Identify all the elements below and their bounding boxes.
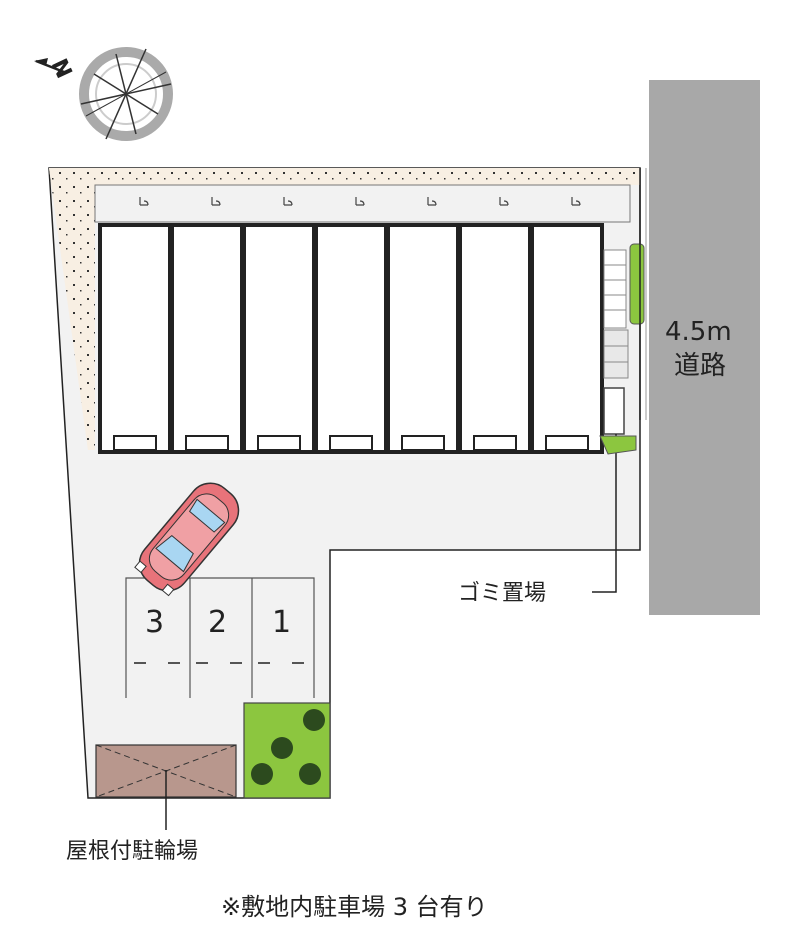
building-corridor bbox=[94, 184, 631, 223]
road-name-label: 道路 bbox=[674, 351, 726, 381]
building-unit bbox=[242, 197, 316, 454]
compass-north-label: N bbox=[46, 55, 76, 82]
footnote: ※敷地内駐車場 3 台有り bbox=[221, 893, 488, 921]
parking-space-2: 2 bbox=[208, 605, 227, 640]
building-unit bbox=[170, 197, 244, 454]
road-width-label: 4.5m bbox=[665, 317, 732, 347]
planting-strip-upper bbox=[629, 243, 645, 325]
building-unit bbox=[530, 197, 604, 454]
building-unit bbox=[458, 197, 532, 454]
garbage-leader-line bbox=[592, 434, 617, 593]
stairs bbox=[603, 249, 629, 379]
building bbox=[98, 197, 604, 454]
parking-space-1: 1 bbox=[272, 605, 291, 640]
building-unit bbox=[386, 197, 460, 454]
compass-icon bbox=[34, 47, 173, 141]
road bbox=[649, 80, 760, 615]
garbage-label: ゴミ置場 bbox=[458, 581, 546, 606]
building-unit bbox=[314, 197, 388, 454]
planting-strip-lower bbox=[599, 435, 637, 455]
building-unit bbox=[98, 197, 172, 454]
car-icon bbox=[134, 482, 240, 597]
garbage-area bbox=[603, 387, 625, 435]
parking-area bbox=[125, 577, 315, 698]
bike-parking-label: 屋根付駐輪場 bbox=[66, 839, 198, 864]
parking-space-3: 3 bbox=[145, 605, 164, 640]
garden-patch bbox=[243, 702, 331, 799]
sandy-border-left bbox=[49, 168, 95, 450]
